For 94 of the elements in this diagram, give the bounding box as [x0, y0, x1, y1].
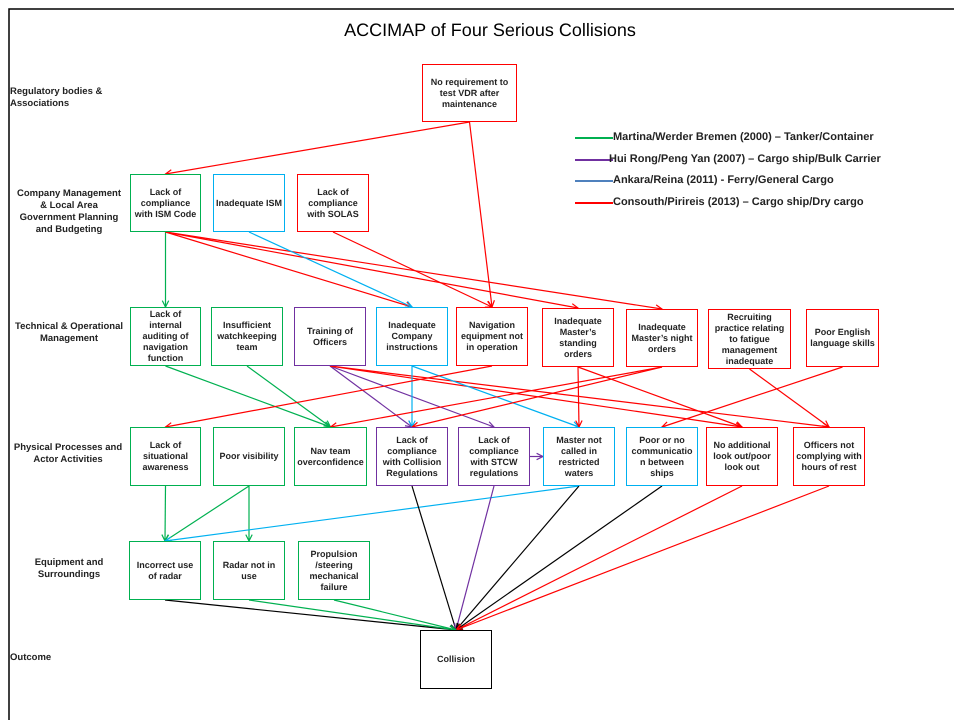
cause-box — [456, 307, 528, 366]
arrow — [334, 599, 457, 632]
legend-text: Martina/Werder Bremen (2000) – Tanker/Container — [613, 131, 874, 143]
diagram-title: ACCIMAP of Four Serious Collisions — [343, 20, 637, 41]
arrow — [455, 485, 742, 631]
arrow — [455, 486, 580, 631]
cause-box — [297, 174, 369, 232]
cause-box — [298, 541, 370, 600]
arrow — [165, 231, 413, 309]
arrow — [575, 366, 583, 428]
cause-text: Navigation equipment not in operation — [460, 320, 524, 353]
arrow — [161, 486, 169, 542]
cause-box — [542, 308, 614, 367]
cause-box — [376, 427, 448, 486]
cause-box — [211, 307, 283, 366]
level-label: Regulatory bodies & Associations — [10, 86, 104, 110]
cause-text: Collision — [436, 654, 476, 665]
arrow — [468, 122, 495, 308]
arrow — [330, 366, 413, 428]
cause-text: Lack of compliance with STCW regulations — [468, 434, 520, 478]
arrow — [332, 231, 493, 308]
arrow — [246, 366, 332, 428]
cause-text: Insufficient watchkeeping team — [216, 320, 278, 353]
arrow — [454, 486, 495, 631]
cause-box — [706, 427, 778, 486]
arrow — [164, 486, 250, 542]
arrow — [578, 366, 743, 428]
cause-box — [213, 174, 285, 232]
cause-text: Training of Officers — [306, 326, 354, 348]
arrow — [164, 485, 580, 544]
arrow — [162, 232, 170, 308]
cause-text: No additional look out/poor look out — [712, 440, 772, 473]
legend-text: Ankara/Reina (2011) - Ferry/General Cargo — [613, 174, 834, 186]
cause-box — [793, 427, 865, 486]
cause-box — [543, 427, 615, 486]
cause-box — [129, 541, 201, 600]
cause-text: Inadequate Company instructions — [385, 320, 439, 353]
cause-box — [376, 307, 448, 366]
level-label: Technical & Operational Management — [14, 321, 124, 345]
arrow — [408, 366, 416, 428]
cause-box — [458, 427, 530, 486]
cause-box — [213, 541, 285, 600]
cause-box — [420, 630, 492, 689]
cause-text: Lack of compliance with SOLAS — [306, 186, 360, 220]
arrow — [411, 366, 662, 430]
level-label: Outcome — [10, 652, 52, 664]
arrow — [165, 365, 332, 428]
cause-text: Lack of compliance with Collision Regulations — [382, 434, 442, 478]
cause-text: Inadequate ISM — [215, 198, 284, 208]
cause-text: Nav team overconfidence — [296, 446, 365, 468]
cause-text: Officers not complying with hours of rest — [795, 440, 863, 473]
cause-box — [806, 309, 879, 367]
cause-text: Radar not in use — [222, 560, 276, 582]
cause-box — [422, 64, 517, 122]
cause-box — [213, 427, 285, 486]
cause-box — [294, 307, 366, 366]
arrow — [530, 452, 544, 460]
cause-text: Propulsion /steering mechanical failure — [308, 548, 360, 592]
arrow — [412, 365, 580, 428]
level-label: Company Management & Local Area Government Planning and Budgeting — [16, 188, 122, 236]
arrow — [164, 365, 492, 430]
arrow — [455, 486, 662, 631]
cause-box — [626, 309, 698, 367]
arrow — [411, 486, 458, 631]
cause-box — [130, 427, 201, 486]
arrow — [245, 486, 253, 542]
cause-text: Lack of compliance with ISM Code — [134, 186, 198, 220]
cause-text: Poor visibility — [218, 451, 280, 462]
cause-text: Lack of situational awareness — [141, 440, 190, 473]
cause-text: Incorrect use of radar — [136, 560, 194, 582]
arrow — [455, 485, 830, 632]
arrow — [330, 365, 495, 428]
arrow — [749, 368, 830, 428]
level-label: Physical Processes and Actor Activities — [12, 442, 124, 466]
arrow — [164, 121, 470, 177]
arrow — [165, 231, 663, 312]
cause-text: Poor or no communication between ships — [630, 434, 694, 478]
cause-text: Inadequate Master’s standing orders — [553, 316, 603, 360]
cause-box — [294, 427, 367, 486]
legend-text: Consouth/Pirireis (2013) – Cargo ship/Dry cargo — [613, 196, 864, 208]
cause-text: Lack of internal auditing of navigation function — [142, 309, 190, 364]
cause-text: Poor English language skills — [809, 327, 876, 349]
cause-box — [626, 427, 698, 486]
cause-box — [708, 309, 791, 369]
cause-box — [130, 174, 201, 232]
cause-text: Recruiting practice relating to fatigue management inadequate — [714, 312, 786, 366]
legend-text: Hui Rong/Peng Yan (2007) – Cargo ship/Bulk Carrier — [609, 152, 881, 164]
cause-text: Inadequate Master’s night orders — [630, 322, 694, 354]
arrow — [248, 231, 413, 308]
level-label: Equipment and Surroundings — [34, 557, 104, 581]
arrow — [661, 366, 843, 429]
cause-text: Master not called in restricted waters — [555, 434, 603, 478]
cause-box — [130, 307, 201, 366]
cause-text: No requirement to test VDR after maintenance — [430, 76, 510, 110]
